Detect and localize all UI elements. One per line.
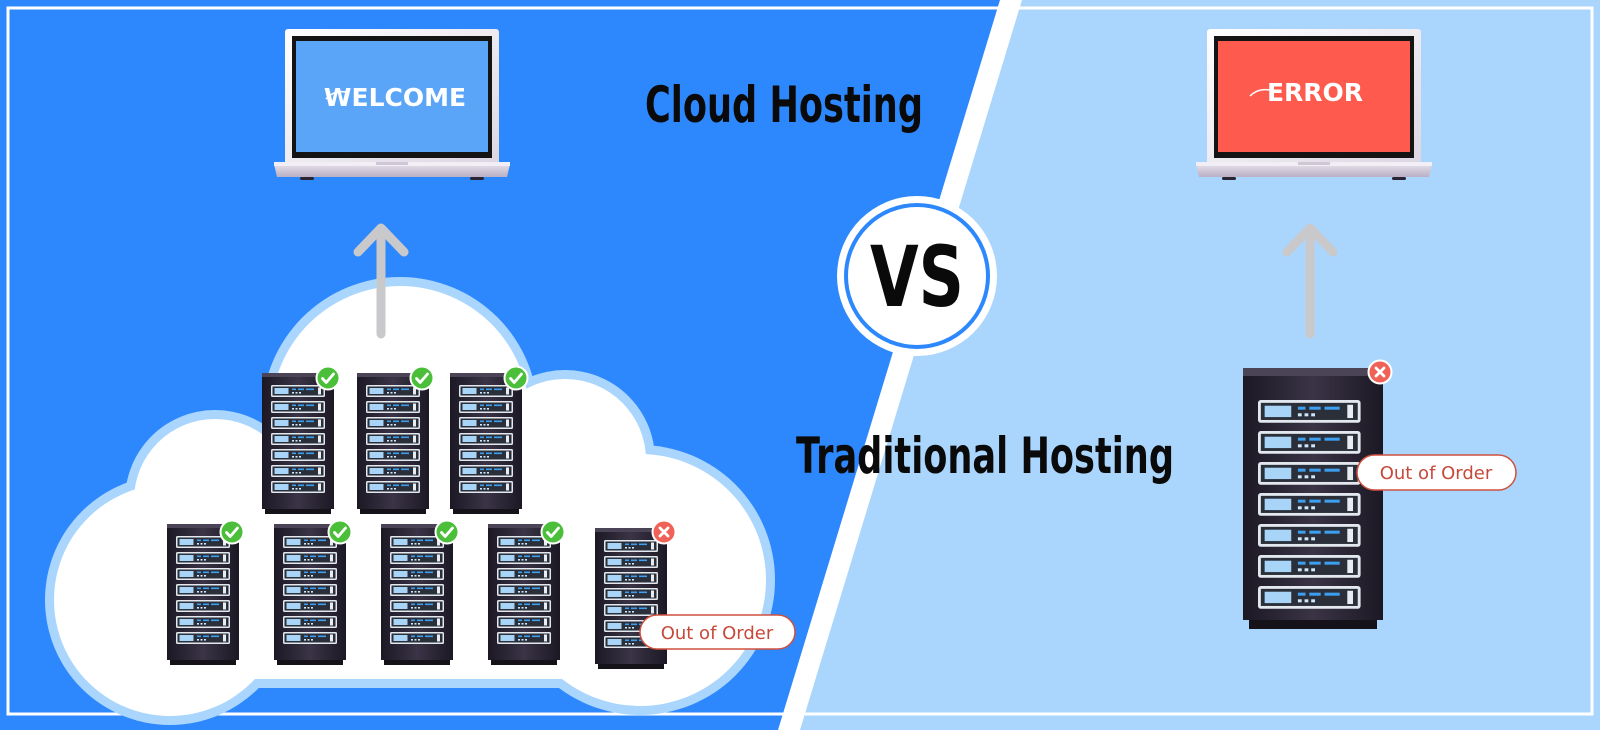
check-icon [540, 519, 566, 545]
cursor-swoosh-icon [325, 90, 347, 100]
diagonal-divider [778, 0, 1022, 730]
cloud-laptop: WELCOME [274, 29, 510, 180]
cursor-swoosh-icon [1249, 88, 1271, 97]
versus-badge: VS [837, 196, 997, 356]
page-border [6, 6, 1594, 716]
cloud-hosting-title: Cloud Hosting [645, 76, 923, 134]
cloud-out-of-order-label: Out of Order [661, 623, 774, 644]
cloud-out-of-order-tag: Out of Order [639, 614, 796, 650]
traditional-hosting-title: Traditional Hosting [796, 427, 1174, 485]
traditional-laptop: ERROR [1196, 29, 1432, 180]
check-icon [503, 365, 529, 391]
error-x-icon [651, 519, 677, 545]
cloud-server-rack [488, 524, 560, 665]
check-icon [219, 519, 245, 545]
traditional-up-arrow-icon [1282, 223, 1338, 339]
traditional-out-of-order-tag: Out of Order [1356, 454, 1517, 491]
error-x-icon [1367, 359, 1393, 385]
check-icon [434, 519, 460, 545]
cloud-up-arrow-icon [353, 223, 409, 339]
cloud-server-rack [450, 373, 522, 514]
cloud-server-rack [167, 524, 239, 665]
check-icon [327, 519, 353, 545]
traditional-side-background [790, 0, 1600, 730]
cloud-server-rack [262, 373, 334, 514]
welcome-screen-text: WELCOME [324, 83, 466, 112]
versus-text: VS [870, 228, 964, 326]
traditional-out-of-order-label: Out of Order [1380, 463, 1493, 484]
cloud-server-rack [381, 524, 453, 665]
error-screen-text: ERROR [1267, 78, 1363, 107]
cloud-server-rack [274, 524, 346, 665]
traditional-server-rack [1243, 368, 1383, 629]
check-icon [315, 365, 341, 391]
error-screen [1218, 41, 1410, 152]
cloud-server-rack [357, 373, 429, 514]
check-icon [409, 365, 435, 391]
